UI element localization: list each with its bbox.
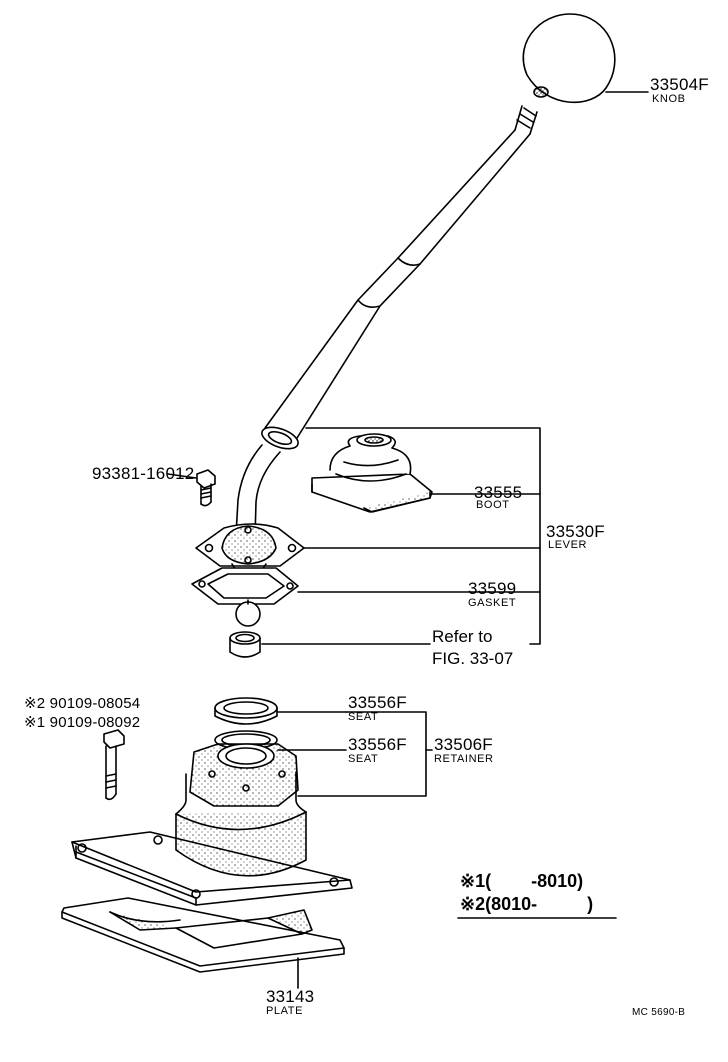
refer-line2: FIG. 33-07 bbox=[432, 649, 514, 668]
gasket-name: GASKET bbox=[468, 597, 517, 609]
seat-lower-name: SEAT bbox=[348, 753, 379, 765]
shift-lever-part bbox=[235, 105, 538, 539]
plate-part bbox=[61, 897, 345, 989]
retainer-bracket bbox=[297, 711, 433, 797]
bolt-alt2-number: ※1 90109-08092 bbox=[24, 714, 141, 731]
boot-number: 33555 bbox=[474, 483, 523, 502]
plate-name: PLATE bbox=[266, 1005, 304, 1017]
lever-group-bracket bbox=[305, 427, 541, 645]
seat-upper-number: 33556F bbox=[348, 693, 407, 712]
bolt-part bbox=[167, 469, 216, 507]
lever-name: LEVER bbox=[548, 539, 588, 551]
knob-part bbox=[522, 13, 649, 104]
retainer-name: RETAINER bbox=[434, 753, 494, 765]
boot-part bbox=[311, 433, 541, 513]
note-1: ※1( -8010) bbox=[460, 871, 584, 891]
retainer-number: 33506F bbox=[434, 735, 493, 754]
seat-upper-name: SEAT bbox=[348, 711, 379, 723]
seat-upper-part bbox=[214, 697, 347, 725]
gasket-part bbox=[191, 567, 541, 605]
bolt-number: 93381-16012 bbox=[92, 464, 195, 483]
bolt-alt-part bbox=[103, 729, 125, 801]
refer-line1: Refer to bbox=[432, 627, 493, 646]
ball-bushing-part bbox=[229, 599, 431, 658]
seat-lower-number: 33556F bbox=[348, 735, 407, 754]
lever-number: 33530F bbox=[546, 522, 605, 541]
knob-name: KNOB bbox=[652, 93, 686, 105]
gasket-number: 33599 bbox=[468, 579, 517, 598]
knob-number: 33504F bbox=[650, 75, 709, 94]
diagram-code: MC 5690-B bbox=[632, 1007, 686, 1018]
boot-name: BOOT bbox=[476, 499, 510, 511]
plate-number: 33143 bbox=[266, 987, 315, 1006]
bolt-alt1-number: ※2 90109-08054 bbox=[24, 695, 141, 712]
note-2: ※2(8010- ) bbox=[460, 894, 594, 914]
retainer-housing-part bbox=[71, 743, 353, 906]
